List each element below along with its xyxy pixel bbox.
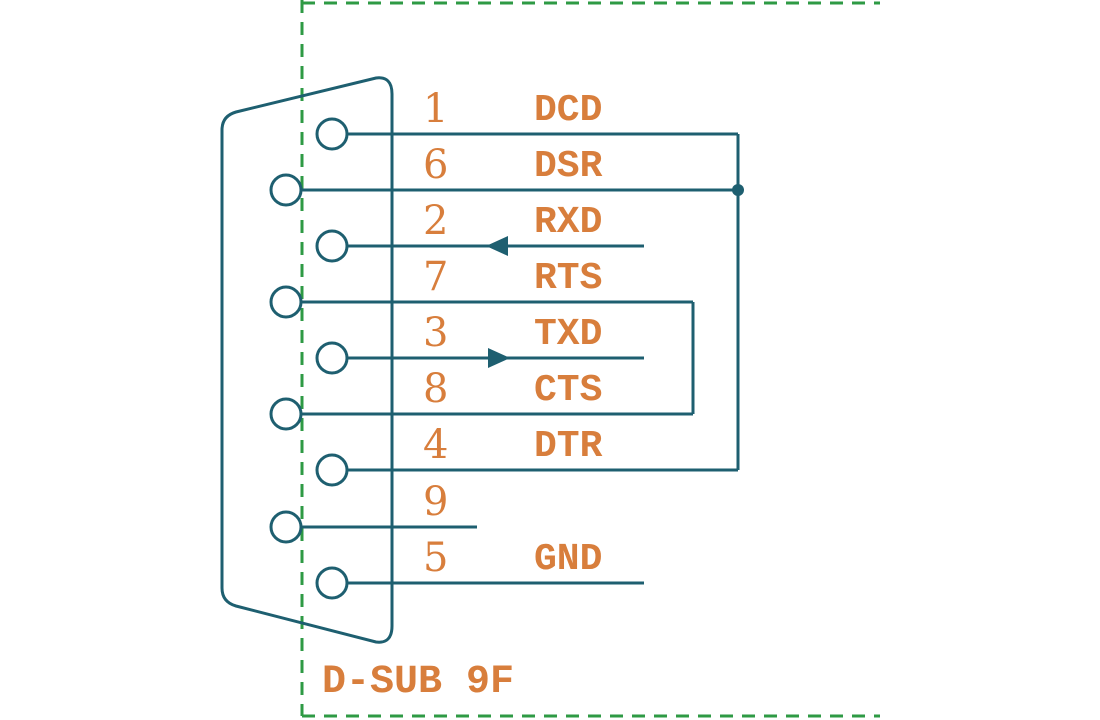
signal-name: DTR — [534, 425, 603, 468]
pin-number: 7 — [423, 254, 448, 300]
pin-7-circle — [269, 285, 303, 319]
signal-name: DSR — [534, 145, 603, 188]
rxd-arrow-icon — [486, 236, 508, 256]
pin-number: 5 — [423, 535, 448, 581]
signal-name: RTS — [534, 257, 602, 300]
pin-2-circle — [315, 229, 349, 263]
pin-9-circle — [269, 510, 303, 544]
pin-number: 4 — [423, 422, 448, 468]
junction-dot — [732, 184, 744, 196]
pin-4-circle — [315, 453, 349, 487]
pin-number: 3 — [423, 310, 448, 356]
pin-6-circle — [269, 173, 303, 207]
signal-name: CTS — [534, 369, 602, 412]
signal-name: RXD — [534, 201, 602, 244]
signal-name: GND — [534, 538, 602, 581]
signal-name: TXD — [534, 313, 602, 356]
pin-number: 6 — [423, 142, 448, 188]
connector-label: D-SUB 9F — [322, 660, 514, 705]
pin-number: 8 — [423, 366, 448, 412]
signal-name: DCD — [534, 89, 602, 132]
pin-3-circle — [315, 341, 349, 375]
pin-number: 2 — [423, 198, 448, 244]
pin-1-circle — [315, 117, 349, 151]
connector-shell — [220, 76, 394, 644]
component-boundary — [300, 0, 880, 718]
pin-number: 9 — [423, 479, 448, 525]
pin-5-circle — [315, 566, 349, 600]
pin-8-circle — [269, 397, 303, 431]
pin-number: 1 — [423, 86, 448, 132]
txd-arrow-icon — [488, 348, 510, 368]
